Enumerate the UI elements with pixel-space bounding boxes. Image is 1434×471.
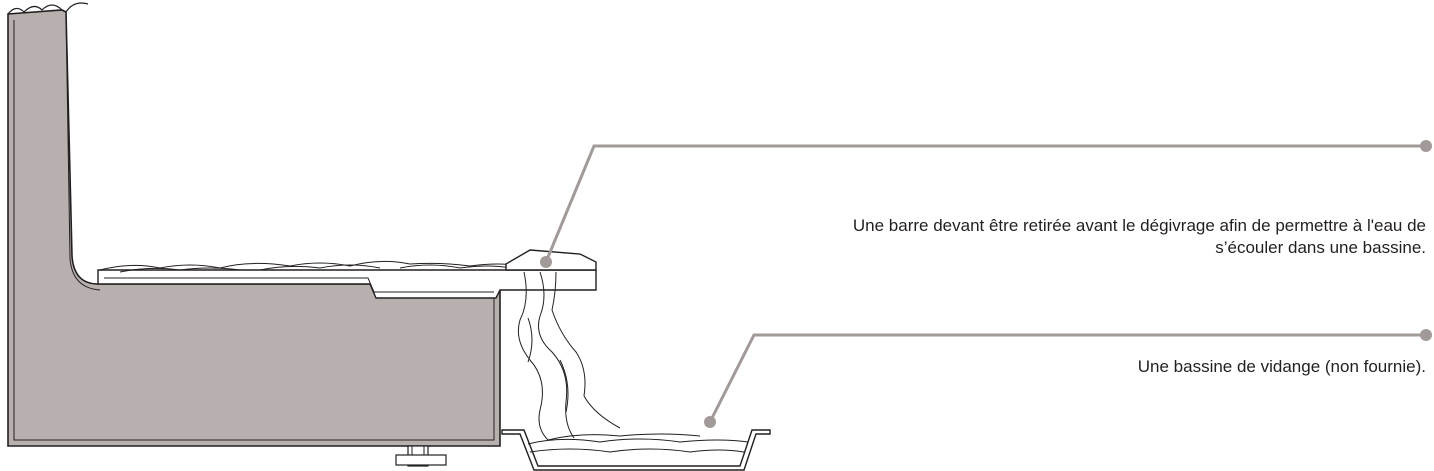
freezer-inner-liner bbox=[13, 13, 495, 441]
leveling-foot bbox=[395, 445, 447, 467]
drain-basin-callout: Une bassine de vidange (non fournie). bbox=[626, 356, 1426, 378]
drain-bar-callout-line1: Une barre devant être retirée avant le d… bbox=[852, 216, 1426, 235]
water-stream bbox=[517, 271, 701, 441]
basin-leader bbox=[704, 329, 1432, 428]
bar-leader bbox=[540, 140, 1432, 268]
bar-leader-line bbox=[544, 144, 1426, 263]
drain-bar-callout-line2: s’écouler dans une bassine. bbox=[1215, 238, 1426, 257]
drain-bar-callout: Une barre devant être retirée avant le d… bbox=[626, 215, 1426, 259]
floor-tray-inner bbox=[104, 277, 494, 293]
basin-leader-dot-end bbox=[1420, 329, 1432, 341]
foot-pad bbox=[395, 454, 447, 466]
drain-basin bbox=[501, 429, 771, 471]
basin-body bbox=[501, 429, 771, 471]
drain-basin-callout-line1: Une bassine de vidange (non fournie). bbox=[1137, 357, 1426, 376]
frost-layer bbox=[99, 260, 521, 273]
basin-leader-line bbox=[708, 333, 1426, 423]
freezer-cabinet-wall bbox=[7, 9, 501, 447]
freezer-cabinet bbox=[7, 2, 501, 447]
freezer-floor-channel bbox=[97, 269, 597, 299]
basin-water bbox=[527, 438, 749, 445]
floor-tray bbox=[97, 269, 597, 299]
freezer-torn-edge bbox=[7, 2, 89, 15]
bar-leader-dot-start bbox=[540, 256, 552, 268]
basin-leader-dot-start bbox=[704, 416, 716, 428]
bar-leader-dot-end bbox=[1420, 140, 1432, 152]
